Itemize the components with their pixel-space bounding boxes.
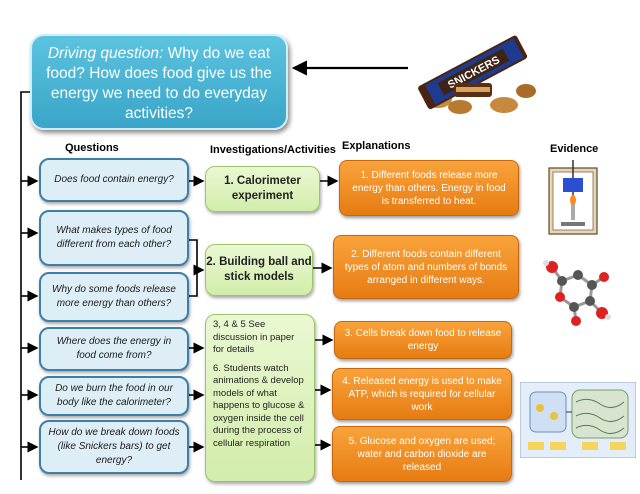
explanation-box-2: 2. Different foods contain different typ… [333, 235, 519, 299]
question-text: Why do some foods release more energy th… [52, 284, 176, 309]
investigation-text: 1. Calorimeter experiment [224, 175, 301, 202]
driving-question-label: Driving question: [47, 45, 164, 62]
question-box-1: Does food contain energy? [39, 158, 189, 202]
driving-question-text: Why do we eat food? How does food give u… [46, 45, 272, 122]
question-text: Does food contain energy? [54, 174, 174, 185]
header-investigations: Investigations/Activities [210, 144, 336, 156]
question-box-4: Where does the energy in food come from? [39, 327, 189, 371]
explanation-text: 3. Cells break down food to release ener… [344, 328, 502, 352]
investigation-text-345: 3, 4 & 5 See discussion in paper for det… [213, 319, 295, 355]
investigation-ball-stick: 2. Building ball and stick models [205, 244, 313, 296]
question-text: Do we burn the food in our body like the… [55, 383, 173, 408]
investigation-animations: 3, 4 & 5 See discussion in paper for det… [205, 314, 315, 482]
explanation-box-1: 1. Different foods release more energy t… [339, 160, 519, 216]
question-box-3: Why do some foods release more energy th… [39, 272, 189, 322]
explanation-box-3: 3. Cells break down food to release ener… [334, 321, 512, 359]
snickers-image: SNICKERS [408, 25, 540, 119]
explanation-text: 1. Different foods release more energy t… [352, 169, 506, 207]
question-text: How do we break down foods (like Snicker… [48, 427, 180, 466]
investigation-text-6: 6. Students watch animations & develop m… [213, 362, 305, 449]
explanation-box-4: 4. Released energy is used to make ATP, … [332, 368, 512, 420]
question-text: What makes types of food different from … [56, 225, 172, 250]
left-spine [20, 91, 30, 480]
glucose-molecule-image [540, 255, 612, 329]
explanation-box-5: 5. Glucose and oxygen are used; water an… [332, 426, 512, 482]
question-box-5: Do we burn the food in our body like the… [39, 376, 189, 416]
question-box-6: How do we break down foods (like Snicker… [39, 420, 189, 474]
header-evidence: Evidence [550, 143, 599, 155]
investigation-text: 2. Building ball and stick models [206, 256, 312, 283]
explanation-text: 5. Glucose and oxygen are used; water an… [348, 435, 496, 473]
cell-respiration-diagram [519, 381, 637, 459]
header-explanations: Explanations [342, 140, 411, 152]
question-text: Where does the energy in food come from? [56, 336, 172, 361]
calorimeter-image [543, 160, 603, 238]
explanation-text: 2. Different foods contain different typ… [344, 248, 508, 286]
investigation-calorimeter: 1. Calorimeter experiment [205, 166, 320, 212]
explanation-text: 4. Released energy is used to make ATP, … [342, 375, 502, 413]
header-questions: Questions [65, 142, 119, 154]
question-box-2: What makes types of food different from … [39, 210, 189, 266]
driving-question: Driving question: Why do we eat food? Ho… [30, 34, 288, 130]
